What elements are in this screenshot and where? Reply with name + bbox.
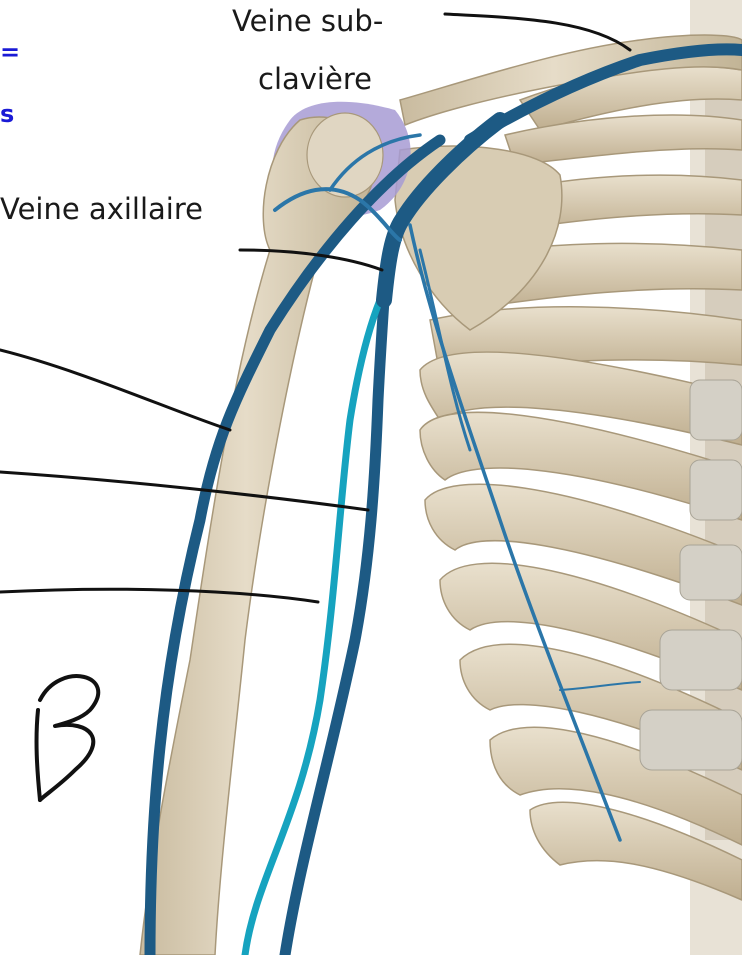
pointer-subclavian	[445, 14, 630, 50]
cut-off-text-2: s	[0, 100, 14, 128]
basilic-vein	[285, 300, 384, 955]
label-subclavian-vein-line2: clavière	[258, 62, 372, 97]
label-axillary-vein: Veine axillaire	[0, 192, 203, 227]
cut-off-text-1: =	[0, 38, 20, 66]
handwritten-b-mark	[37, 676, 99, 800]
scapula	[395, 146, 562, 330]
label-subclavian-vein-line1: Veine sub-	[232, 4, 383, 39]
pointer-basilic	[0, 472, 368, 510]
humeral-head	[307, 113, 383, 197]
pointer-cephalic	[0, 350, 230, 430]
pointer-brachial	[0, 589, 318, 602]
